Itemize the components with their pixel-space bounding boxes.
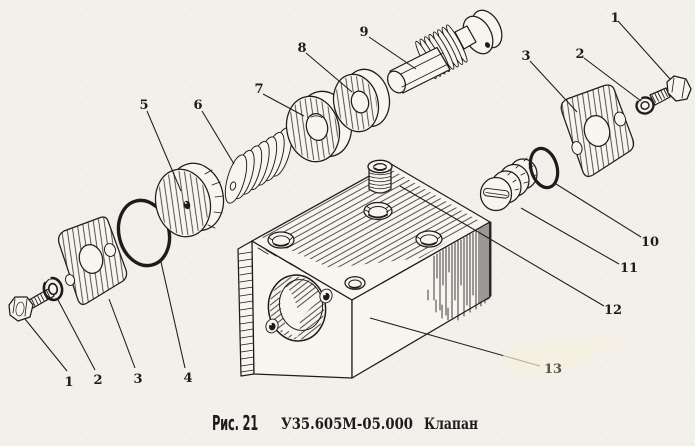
leader-8 [305, 52, 353, 93]
threaded-port [363, 201, 393, 221]
top-bolt-hole-left [267, 231, 295, 249]
callout-1-upper: 1 [610, 11, 619, 26]
o-ring-small [528, 146, 560, 190]
valve-piston [386, 9, 503, 94]
lock-washer-upper [635, 95, 655, 115]
callout-10: 10 [641, 235, 659, 250]
leader-lines [24, 20, 671, 372]
caption-drawing-code: У35.605М-05.000 [281, 414, 413, 433]
callout-8: 8 [297, 41, 306, 56]
paper-smudge [500, 340, 596, 374]
leader-10 [555, 183, 642, 238]
threaded-plug [367, 159, 393, 194]
leader-2-lower [56, 297, 96, 371]
front-bolt-hole-right [319, 288, 333, 304]
callout-5: 5 [139, 98, 148, 113]
leader-1-lower [24, 318, 68, 372]
leader-5 [146, 110, 182, 192]
leader-3-upper [529, 60, 578, 113]
paper-smudge-2 [576, 335, 624, 355]
callout-labels: 1 2 3 9 8 7 6 5 10 11 12 13 1 2 3 4 [64, 11, 659, 390]
piston-stem [386, 46, 451, 94]
callout-2-upper: 2 [575, 47, 584, 62]
leader-1-upper [617, 20, 671, 80]
caption-part-name: Клапан [424, 414, 478, 433]
cap-disc [150, 162, 225, 241]
callout-2-lower: 2 [93, 373, 102, 388]
leader-4-lower [160, 261, 186, 369]
front-face-hatch [257, 247, 307, 274]
screw-slot [483, 187, 510, 199]
leader-11 [520, 207, 620, 265]
top-bolt-hole-right [415, 230, 443, 248]
callout-13: 13 [544, 362, 562, 377]
left-face-hatch [238, 251, 255, 373]
leader-9 [368, 36, 417, 70]
leader-2-upper [583, 57, 642, 102]
callout-9: 9 [359, 25, 368, 40]
hex-bolt-upper [649, 75, 692, 106]
callout-3-lower: 3 [133, 372, 142, 387]
flange-hole [484, 42, 491, 48]
leader-6 [201, 110, 235, 165]
washer-disc-outer [330, 68, 391, 135]
front-bolt-hole-left [265, 318, 279, 334]
callout-4-lower: 4 [183, 371, 192, 386]
callout-11: 11 [620, 261, 638, 276]
spring-wire-end [229, 181, 237, 191]
leader-12 [399, 185, 605, 307]
callout-3-upper: 3 [521, 49, 530, 64]
caption: Рис. 21 У35.605М-05.000 Клапан [212, 411, 478, 435]
rim-ticks [204, 169, 224, 229]
callout-7: 7 [254, 82, 263, 97]
leader-7 [262, 93, 305, 117]
caption-figure-number: Рис. 21 [212, 411, 258, 435]
callout-12: 12 [604, 303, 622, 318]
hex-socket [373, 163, 387, 171]
callout-6: 6 [193, 98, 202, 113]
top-bolt-hole-front [344, 276, 366, 290]
valve-body-block [237, 163, 492, 379]
hex-bolt-lower [8, 287, 55, 322]
leader-3-lower [108, 298, 136, 369]
callout-1-lower: 1 [64, 375, 73, 390]
lock-washer-lower [42, 275, 64, 302]
right-face-hatch [427, 221, 492, 321]
spring [224, 127, 293, 204]
